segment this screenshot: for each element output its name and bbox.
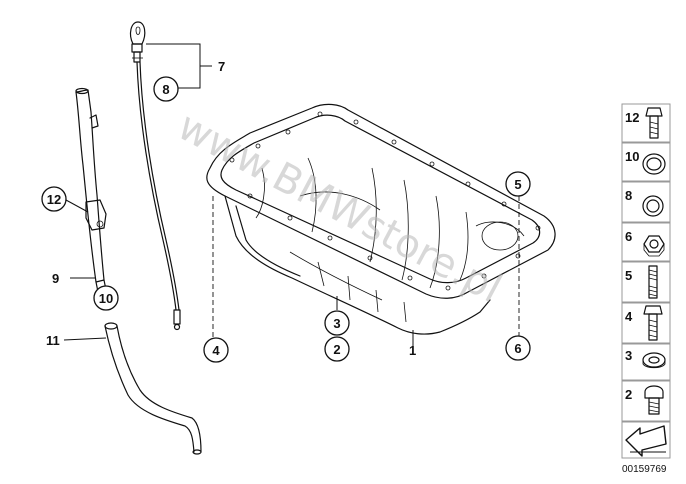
legend-number: 10 bbox=[625, 149, 639, 164]
callout-8[interactable]: 8 bbox=[153, 76, 179, 102]
legend-item-arrow[interactable] bbox=[621, 421, 671, 459]
guide-tube bbox=[75, 87, 107, 293]
callout-2-label: 2 bbox=[333, 342, 340, 357]
legend-number: 12 bbox=[625, 110, 639, 125]
legend-item-5[interactable]: 5 bbox=[621, 261, 671, 303]
direction-arrow-icon bbox=[625, 425, 667, 457]
stud-icon bbox=[648, 265, 658, 299]
callout-7-label: 7 bbox=[218, 59, 225, 74]
legend-number: 8 bbox=[625, 188, 632, 203]
callout-2[interactable]: 2 bbox=[324, 336, 350, 362]
callout-6[interactable]: 6 bbox=[505, 335, 531, 361]
callout-5-label: 5 bbox=[514, 177, 521, 192]
callout-9-label: 9 bbox=[52, 271, 59, 286]
hex-nut-icon bbox=[643, 235, 665, 257]
callout-12[interactable]: 12 bbox=[41, 186, 67, 212]
o-ring-icon bbox=[642, 195, 664, 217]
callout-3[interactable]: 3 bbox=[324, 310, 350, 336]
legend-number: 6 bbox=[625, 229, 632, 244]
legend-number: 2 bbox=[625, 387, 632, 402]
hex-bolt-icon bbox=[643, 305, 663, 341]
callout-9[interactable]: 9 bbox=[52, 271, 59, 286]
washer-icon bbox=[642, 352, 666, 369]
callout-11-label: 11 bbox=[46, 333, 60, 348]
callout-11[interactable]: 11 bbox=[46, 333, 60, 348]
legend-item-8[interactable]: 8 bbox=[621, 181, 671, 223]
dipstick bbox=[129, 21, 181, 331]
callout-11-leader bbox=[63, 337, 107, 341]
oil-pan bbox=[206, 103, 556, 335]
sealing-ring-icon bbox=[642, 153, 666, 175]
callout-12-leader bbox=[65, 199, 89, 213]
legend-number: 4 bbox=[625, 309, 633, 324]
watermark: www.BMWstore.pl bbox=[170, 103, 509, 312]
legend-panel: 12 10 8 6 bbox=[621, 103, 671, 475]
legend-item-4[interactable]: 4 bbox=[621, 302, 671, 344]
legend-item-10[interactable]: 10 bbox=[621, 142, 671, 182]
callout-7-leader bbox=[146, 43, 212, 89]
drain-plug-icon bbox=[644, 385, 664, 415]
callout-5[interactable]: 5 bbox=[505, 171, 531, 197]
legend-item-2[interactable]: 2 bbox=[621, 380, 671, 422]
callout-3-label: 3 bbox=[333, 316, 340, 331]
legend-item-3[interactable]: 3 bbox=[621, 343, 671, 381]
legend-number: 5 bbox=[625, 268, 632, 283]
callout-4[interactable]: 4 bbox=[203, 337, 229, 363]
lower-pipe bbox=[104, 322, 202, 455]
callout-10-label: 10 bbox=[99, 291, 113, 306]
legend-number: 3 bbox=[625, 348, 632, 363]
legend-item-6[interactable]: 6 bbox=[621, 222, 671, 262]
callout-1[interactable]: 1 bbox=[409, 343, 416, 358]
callout-1-label: 1 bbox=[409, 343, 416, 358]
legend-item-12[interactable]: 12 bbox=[621, 103, 671, 143]
callout-7[interactable]: 7 bbox=[218, 59, 225, 74]
flange-bolt-holes bbox=[229, 111, 541, 291]
callout-6-label: 6 bbox=[514, 341, 521, 356]
diagram-code: 00159769 bbox=[622, 464, 667, 475]
callout-8-label: 8 bbox=[162, 82, 169, 97]
callout-12-label: 12 bbox=[47, 192, 61, 207]
callout-4-label: 4 bbox=[212, 343, 220, 358]
hex-bolt-icon bbox=[645, 107, 663, 139]
callout-10[interactable]: 10 bbox=[93, 285, 119, 311]
